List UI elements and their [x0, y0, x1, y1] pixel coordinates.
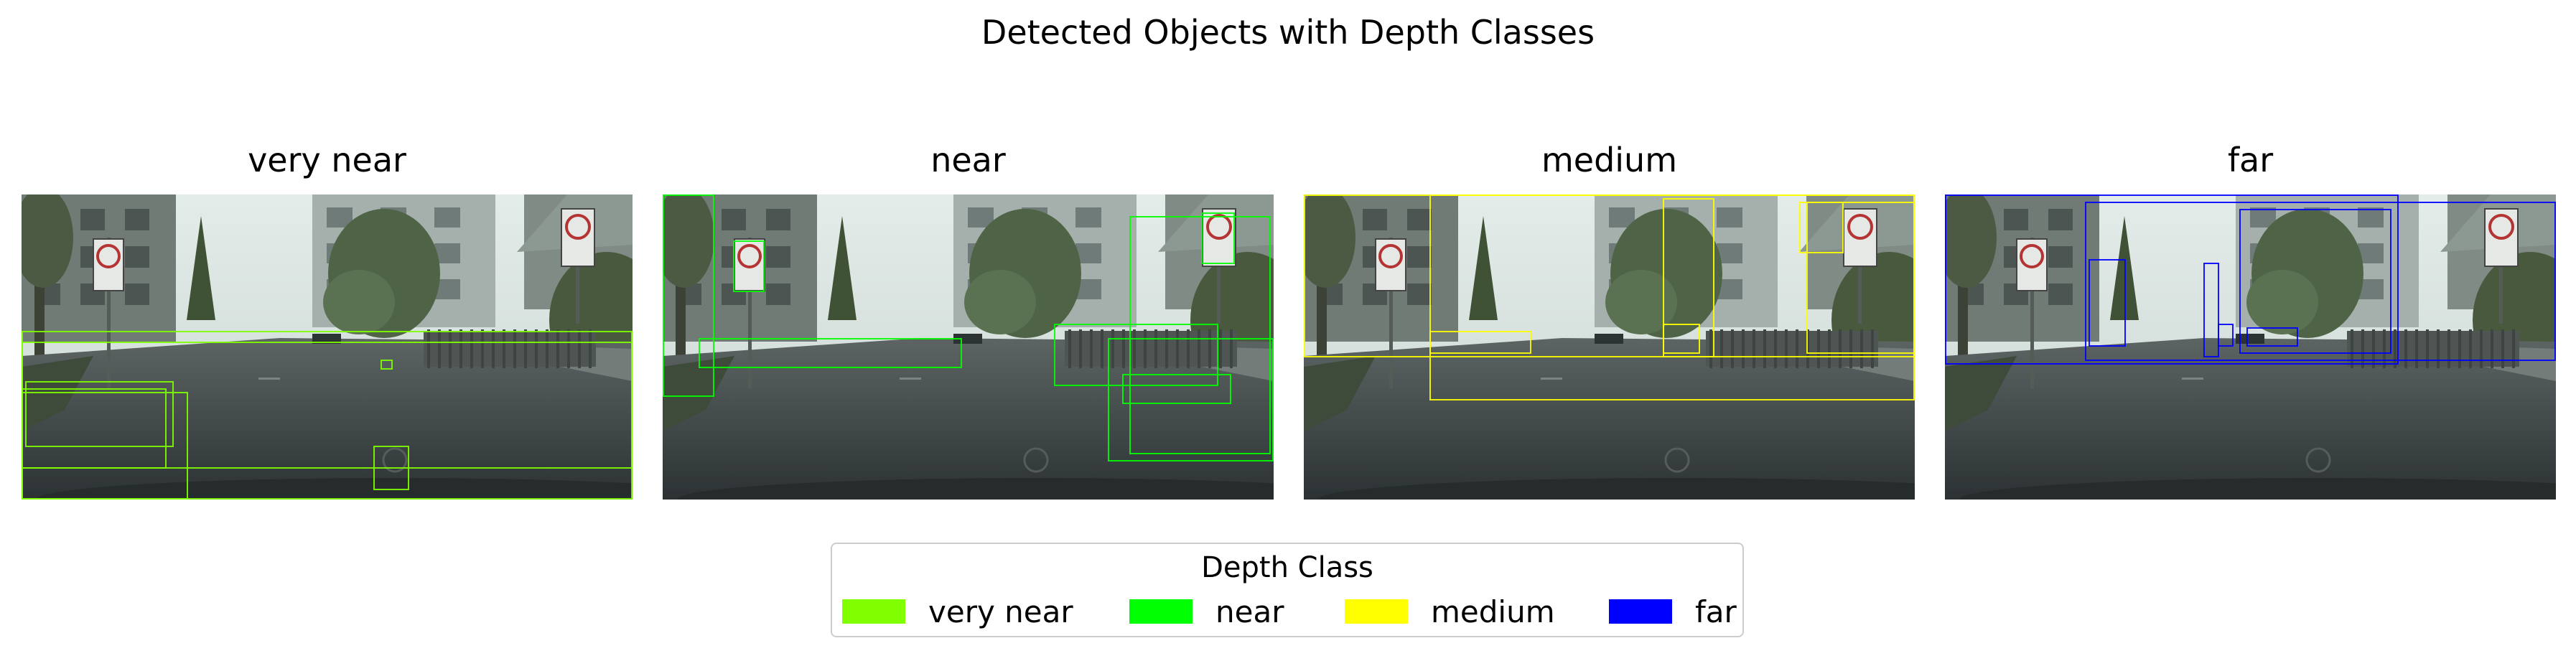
legend: Depth Class very near near medium far: [831, 543, 1744, 637]
legend-label: near: [1215, 594, 1284, 629]
panel-near: [663, 194, 1274, 500]
detection-box: [663, 194, 714, 397]
panel-medium: [1304, 194, 1915, 500]
panel-very-near: [22, 194, 633, 500]
street-scene-image: [1304, 194, 1915, 500]
detection-box: [1945, 194, 2399, 365]
figure-title: Detected Objects with Depth Classes: [981, 13, 1595, 52]
detection-box: [1122, 374, 1231, 404]
detection-box: [1799, 202, 1844, 253]
detection-box: [1663, 198, 1714, 357]
legend-title: Depth Class: [1201, 551, 1373, 584]
street-scene-image: [663, 194, 1274, 500]
street-scene-image: [22, 194, 633, 500]
legend-swatch: [842, 599, 905, 624]
panel-far: [1945, 194, 2556, 500]
legend-label: far: [1695, 594, 1737, 629]
detection-box: [1663, 324, 1700, 354]
detection-box: [2218, 324, 2234, 347]
detection-box: [2239, 209, 2391, 354]
legend-swatch: [1345, 599, 1408, 624]
detection-box: [1054, 324, 1218, 386]
legend-item-near: near: [1129, 594, 1284, 629]
street-scene-image: [1945, 194, 2556, 500]
detection-box: [1201, 212, 1235, 264]
detection-box: [1129, 216, 1271, 454]
detection-box: [733, 240, 765, 292]
legend-item-medium: medium: [1345, 594, 1555, 629]
legend-item-very-near: very near: [842, 594, 1073, 629]
legend-label: medium: [1431, 594, 1555, 629]
detection-box: [2246, 327, 2298, 347]
legend-item-far: far: [1609, 594, 1737, 629]
detection-box: [2089, 259, 2126, 347]
detection-box: [1806, 202, 1915, 354]
detection-box: [699, 338, 962, 368]
detection-box: [2085, 202, 2556, 361]
detection-box: [2203, 263, 2219, 357]
panel-title-medium: medium: [1541, 141, 1678, 179]
panel-title-far: far: [2227, 141, 2274, 179]
detection-box: [1108, 338, 1274, 461]
detection-box: [22, 392, 188, 500]
detection-box: [381, 360, 393, 370]
legend-label: very near: [928, 594, 1073, 629]
panel-title-near: near: [930, 141, 1006, 179]
panel-title-very-near: very near: [248, 141, 406, 179]
legend-swatch: [1129, 599, 1193, 624]
detection-box: [373, 446, 409, 490]
detection-box: [1429, 331, 1531, 354]
legend-swatch: [1609, 599, 1672, 624]
detection-box: [25, 381, 174, 447]
